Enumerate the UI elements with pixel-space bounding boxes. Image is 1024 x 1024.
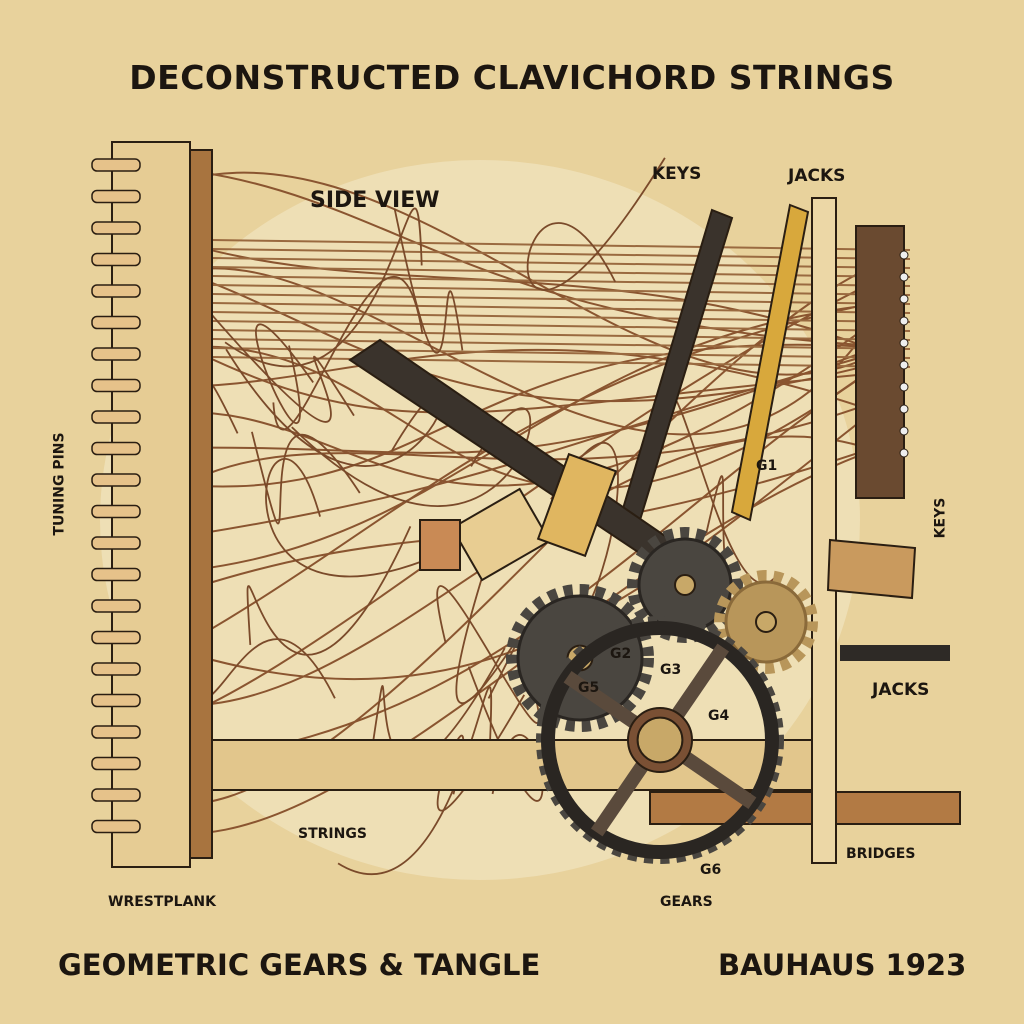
string-loop [251, 431, 361, 525]
label-g3: G3 [660, 662, 682, 678]
label-bridges: BRIDGES [846, 846, 916, 862]
string-loop [272, 275, 424, 431]
string [211, 329, 911, 341]
key-pin [899, 338, 909, 348]
gear [541, 621, 779, 859]
string [139, 345, 901, 490]
tuning-pin [91, 599, 141, 613]
tuning-pin [91, 284, 141, 298]
tuning-pin [91, 504, 141, 519]
tuning-pin [91, 630, 141, 645]
gear-axle [636, 716, 684, 764]
tuning-pin [91, 221, 141, 235]
label-gears: GEARS [660, 894, 713, 910]
string [139, 164, 901, 349]
tuning-pin [91, 252, 141, 267]
key-pin [899, 272, 909, 282]
key-lever [826, 538, 917, 600]
key-pin [899, 404, 909, 414]
gears [506, 527, 818, 864]
tuning-pin [91, 693, 141, 708]
key-pin [899, 360, 909, 370]
string [139, 301, 901, 487]
gear-axle [674, 574, 696, 596]
string [139, 348, 901, 421]
key-pins [899, 250, 909, 458]
key-pin [899, 294, 909, 304]
label-keys-right: KEYS [932, 497, 949, 539]
label-wrestplank: WRESTPLANK [108, 894, 217, 910]
tuning-pins [91, 158, 141, 834]
tuning-pin [91, 725, 141, 739]
wood-block [450, 487, 552, 582]
jack-post [811, 197, 837, 864]
string-loop [265, 458, 505, 578]
tuning-pin [91, 662, 141, 676]
tuning-pin [91, 158, 141, 172]
string-loop [246, 526, 412, 656]
key-pin [899, 250, 909, 260]
string [211, 347, 911, 359]
key-pin [899, 382, 909, 392]
string-loop [186, 285, 355, 423]
wrestplank-side [189, 149, 213, 859]
label-g2: G2 [610, 646, 632, 662]
string [211, 338, 911, 350]
tuning-pin [91, 315, 141, 330]
bridge-bar [649, 791, 961, 825]
wood-block [419, 519, 461, 571]
key-pin [899, 426, 909, 436]
label-jacks-right: JACKS [872, 680, 930, 700]
tuning-pin [91, 536, 141, 550]
key-pin [899, 448, 909, 458]
gear-teeth [714, 570, 818, 674]
label-keys-top: KEYS [652, 164, 702, 184]
string [211, 293, 911, 305]
label-g5: G5 [578, 680, 600, 696]
gear-axle [755, 611, 777, 633]
footer-right: BAUHAUS 1923 [718, 948, 967, 982]
footer-left: GEOMETRIC GEARS & TANGLE [58, 948, 541, 982]
key-pin [899, 316, 909, 326]
tuning-pin [91, 441, 141, 456]
label-jacks-top: JACKS [788, 166, 846, 186]
string [139, 440, 901, 835]
tuning-pin [91, 756, 141, 771]
string [139, 267, 901, 436]
label-g4: G4 [708, 708, 730, 724]
tuning-pin [91, 410, 141, 424]
tuning-pin [91, 473, 141, 487]
tuning-pin [91, 347, 141, 361]
label-strings: STRINGS [298, 826, 367, 842]
string [211, 320, 911, 332]
tuning-pin [91, 378, 141, 393]
string-loop [526, 157, 666, 291]
string [211, 311, 911, 323]
string-loop [371, 647, 506, 763]
page-title: DECONSTRUCTED CLAVICHORD STRINGS [129, 58, 895, 97]
jack-rod [840, 645, 950, 661]
gear-teeth [506, 584, 654, 732]
tuning-pin [91, 819, 141, 834]
string [211, 302, 911, 314]
string [139, 254, 901, 806]
label-g6: G6 [700, 862, 722, 878]
side-view-label: SIDE VIEW [310, 188, 440, 213]
tuning-pin [91, 788, 141, 802]
tuning-pin [91, 567, 141, 582]
label-tuning-pins: TUNING PINS [51, 432, 68, 536]
string-loop [224, 207, 423, 368]
wood-block [536, 452, 618, 558]
tuning-pin [91, 189, 141, 204]
label-g1: G1 [756, 458, 778, 474]
string [211, 356, 911, 368]
keys-bar [855, 225, 905, 499]
jack-yellow [730, 203, 810, 522]
